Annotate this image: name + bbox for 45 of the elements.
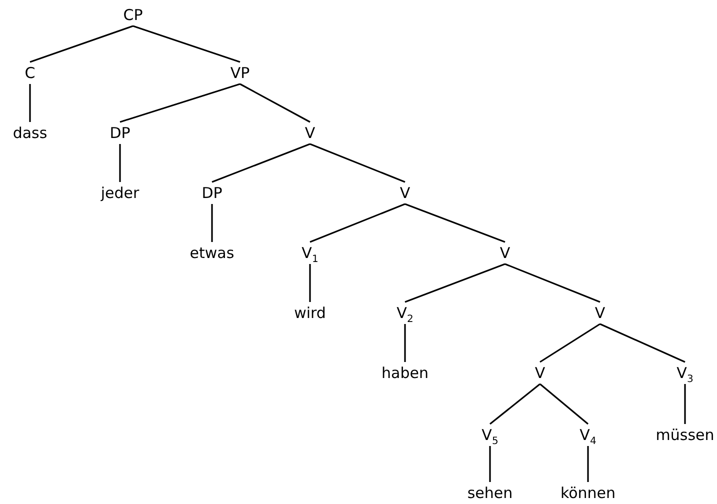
tree-node-label: sehen [467, 484, 513, 502]
branch-line [600, 323, 686, 363]
branch-line [504, 263, 600, 303]
branch-line [29, 84, 31, 122]
branch-line [212, 143, 310, 183]
branch-line [489, 446, 491, 482]
branch-line [211, 204, 213, 242]
branch-line [404, 203, 506, 243]
tree-node-label: V [500, 244, 510, 262]
branch-line [240, 83, 310, 123]
tree-node-label: V [594, 304, 606, 322]
tree-node-label: V$_{2}$ [396, 304, 414, 322]
tree-node-label: CP [123, 6, 143, 24]
tree-node-label: V [304, 124, 316, 142]
tree-node-label: DP [202, 184, 222, 202]
tree-node-label: DP [110, 124, 130, 142]
branch-line [540, 323, 600, 363]
branch-line [310, 143, 406, 183]
tree-node-label: V$_{5}$ [482, 426, 498, 444]
branch-line [119, 144, 121, 182]
tree-node-label: dass [12, 124, 48, 142]
branch-line [490, 383, 540, 425]
tree-node-label: V [400, 184, 410, 202]
tree-node-label: V$_{3}$ [676, 364, 694, 382]
branch-line [309, 264, 311, 302]
tree-node-label: müssen [656, 426, 714, 444]
branch-line [404, 324, 406, 362]
tree-node-label: jeder [100, 184, 140, 202]
tree-node-label: können [560, 484, 616, 502]
branch-line [404, 263, 506, 303]
branch-line [310, 203, 406, 243]
tree-node-label: VP [230, 64, 250, 82]
tree-node-label: wird [294, 304, 326, 322]
branch-line [120, 83, 240, 123]
tree-node-label: V$_{4}$ [580, 426, 596, 444]
tree-node-label: haben [382, 364, 428, 382]
tree-node-label: V [534, 364, 546, 382]
tree-node-label: V$_{1}$ [302, 244, 318, 262]
branch-line [132, 25, 240, 63]
branch-line [539, 383, 589, 425]
branch-line [684, 384, 686, 424]
tree-node-label: etwas [190, 244, 234, 262]
tree-node-label: C [24, 64, 36, 82]
branch-line [30, 25, 134, 63]
branch-line [587, 446, 589, 482]
